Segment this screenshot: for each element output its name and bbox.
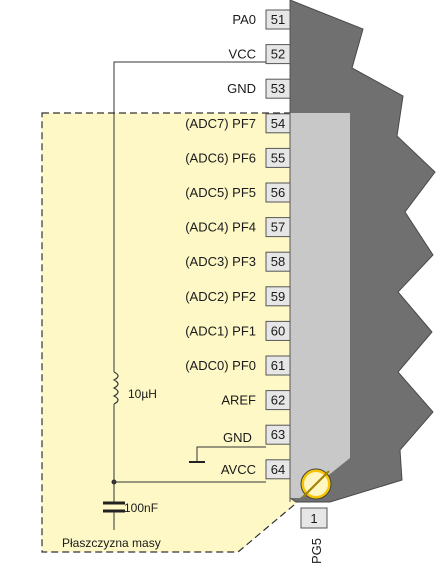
- pin-57: 57 (ADC4) PF4: [185, 217, 291, 238]
- pin-label: (ADC5) PF5: [185, 185, 256, 200]
- inductor: 10µH: [112, 371, 157, 405]
- pin-52: 52 VCC: [229, 44, 291, 65]
- pin-label: AVCC: [221, 462, 256, 477]
- pin-number: 64: [271, 462, 285, 477]
- gnd-wire-label: GND: [223, 430, 252, 445]
- pin-62: 62 AREF: [221, 390, 291, 411]
- pin-box: [265, 459, 291, 480]
- pin-64: 64 AVCC: [221, 459, 291, 480]
- pin-label: (ADC4) PF4: [185, 220, 256, 235]
- pin-1-label: PG5: [309, 538, 324, 564]
- pin-box: [265, 217, 291, 238]
- pin-56: 56 (ADC5) PF5: [185, 182, 291, 203]
- gnd-wire: GND: [189, 430, 266, 463]
- pin-53: 53 GND: [227, 78, 291, 99]
- pin-1: 1 PG5: [300, 507, 328, 564]
- pin-54: 54 (ADC7) PF7: [185, 113, 291, 134]
- pin-box: [265, 147, 291, 168]
- pin-label: GND: [227, 81, 256, 96]
- pin-label: VCC: [229, 47, 256, 62]
- pin-label: (ADC1) PF1: [185, 323, 256, 338]
- capacitor: 100nF: [103, 482, 158, 530]
- inductor-label: 10µH: [128, 387, 157, 401]
- pin-box: [265, 355, 291, 376]
- pin-number: 57: [271, 220, 285, 235]
- pin-55: 55 (ADC6) PF6: [185, 147, 291, 168]
- capacitor-label: 100nF: [124, 501, 158, 515]
- pin-number: 55: [271, 150, 285, 165]
- pin-number: 59: [271, 289, 285, 304]
- pin-label: (ADC7) PF7: [185, 116, 256, 131]
- pin-label: (ADC6) PF6: [185, 150, 256, 165]
- pin-box: [265, 390, 291, 411]
- pin-label: (ADC0) PF0: [185, 358, 256, 373]
- pin-63: 63: [265, 424, 291, 445]
- pin1-indicator-dot: [300, 468, 332, 500]
- pin-box: [265, 424, 291, 445]
- chip-body-inner: [290, 113, 350, 498]
- pin-box: [265, 286, 291, 307]
- pin-number: 60: [271, 323, 285, 338]
- pin-number: 62: [271, 393, 285, 408]
- pin-box: [265, 78, 291, 99]
- pin-box: [265, 113, 291, 134]
- pin-number: 63: [271, 427, 285, 442]
- ground-plane-label: Płaszczyzna masy: [62, 536, 161, 550]
- pin-number: 56: [271, 185, 285, 200]
- pin-label: AREF: [221, 393, 256, 408]
- pin-label: (ADC2) PF2: [185, 289, 256, 304]
- pin-1-number: 1: [310, 511, 317, 526]
- pin-number: 58: [271, 254, 285, 269]
- pin-box: [265, 44, 291, 65]
- pin-number: 54: [271, 116, 285, 131]
- pin-number: 61: [271, 358, 285, 373]
- pin-number: 53: [271, 81, 285, 96]
- pin-label: (ADC3) PF3: [185, 254, 256, 269]
- pin-box: [265, 251, 291, 272]
- pin-number: 52: [271, 47, 285, 62]
- pin-60: 60 (ADC1) PF1: [185, 320, 291, 341]
- pin-box: [265, 9, 291, 30]
- pin-59: 59 (ADC2) PF2: [185, 286, 291, 307]
- pin-number: 51: [271, 12, 285, 27]
- pin-51: 51 PA0: [232, 9, 291, 30]
- pin-box: [265, 320, 291, 341]
- pin-label: PA0: [232, 12, 256, 27]
- pin-58: 58 (ADC3) PF3: [185, 251, 291, 272]
- pin-61: 61 (ADC0) PF0: [185, 355, 291, 376]
- pin-box: [265, 182, 291, 203]
- vcc-wire: [113, 61, 266, 372]
